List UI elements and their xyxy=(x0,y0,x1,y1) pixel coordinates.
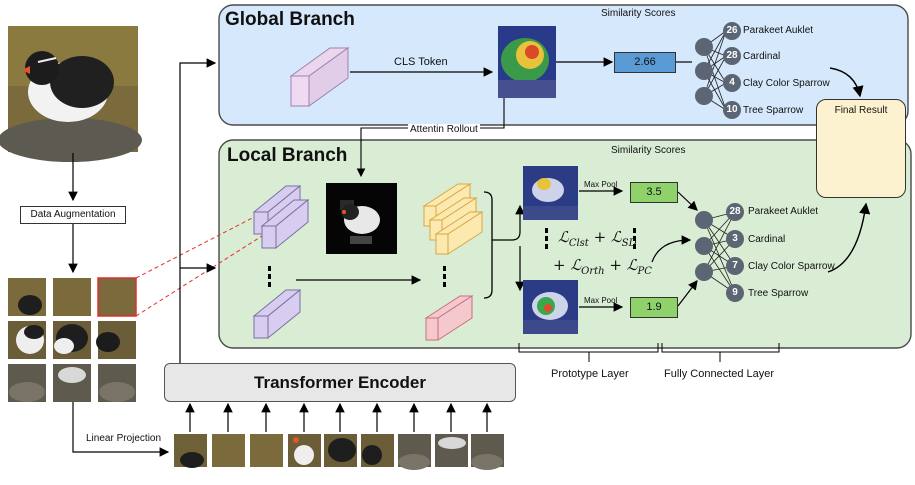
local-class-name: Cardinal xyxy=(748,234,786,245)
global-attention-map xyxy=(498,26,556,98)
fully-connected-layer-label: Fully Connected Layer xyxy=(664,368,775,380)
final-result-label: Final Result xyxy=(834,105,888,116)
final-result-box: Final Result xyxy=(816,99,906,198)
local-class-rank: 7 xyxy=(726,257,744,275)
global-class-name: Cardinal xyxy=(743,51,781,62)
cls-token-prism xyxy=(289,47,350,107)
cls-token-label: CLS Token xyxy=(394,56,448,68)
data-augmentation-box: Data Augmentation xyxy=(20,206,126,224)
global-class-name: Parakeet Auklet xyxy=(743,25,814,36)
global-class-name: Clay Color Sparrow xyxy=(743,78,830,89)
max-pool-label-top: Max Pool xyxy=(584,180,618,189)
global-class-rank: 26 xyxy=(723,22,741,40)
local-patch-prisms xyxy=(252,184,310,340)
local-branch-title: Local Branch xyxy=(227,145,348,166)
local-class-name: Tree Sparrow xyxy=(748,288,809,299)
local-score-bottom: 1.9 xyxy=(630,297,678,318)
local-score-top: 3.5 xyxy=(630,182,678,203)
global-class-rank: 10 xyxy=(723,101,741,119)
local-class-rank: 3 xyxy=(726,230,744,248)
prototype-top-image xyxy=(523,166,578,220)
max-pool-label-bottom: Max Pool xyxy=(584,296,618,305)
loss-line-2: + ℒOrth + ℒPC xyxy=(553,256,652,277)
attention-rollout-label: Attentin Rollout xyxy=(408,124,480,135)
input-bird-image xyxy=(0,26,142,162)
masked-bird-image xyxy=(326,183,397,254)
global-score-box: 2.66 xyxy=(614,52,676,73)
attention-prisms xyxy=(422,183,484,255)
vertical-ellipsis xyxy=(268,266,271,287)
local-class-name: Parakeet Auklet xyxy=(748,206,819,217)
local-class-name: Clay Color Sparrow xyxy=(748,261,835,272)
global-similarity-label: Similarity Scores xyxy=(601,8,676,19)
patch-token-row xyxy=(174,434,504,470)
transformer-encoder: Transformer Encoder xyxy=(164,363,516,402)
local-class-rank: 9 xyxy=(726,284,744,302)
pink-prism xyxy=(424,295,474,341)
local-class-rank: 28 xyxy=(726,203,744,221)
global-class-rank: 28 xyxy=(723,47,741,65)
fc-node xyxy=(695,38,713,56)
linear-projection-label: Linear Projection xyxy=(86,433,162,444)
augmented-patch-grid xyxy=(8,277,137,402)
global-branch-title: Global Branch xyxy=(225,9,355,30)
loss-line-1: ℒClst + ℒSD xyxy=(558,228,637,249)
fc-node xyxy=(695,62,713,80)
prototype-layer-label: Prototype Layer xyxy=(551,368,629,380)
prototype-bottom-image xyxy=(523,280,578,334)
global-class-rank: 4 xyxy=(723,74,741,92)
local-similarity-label: Similarity Scores xyxy=(611,145,686,156)
fc-node xyxy=(695,87,713,105)
global-class-name: Tree Sparrow xyxy=(743,105,804,116)
